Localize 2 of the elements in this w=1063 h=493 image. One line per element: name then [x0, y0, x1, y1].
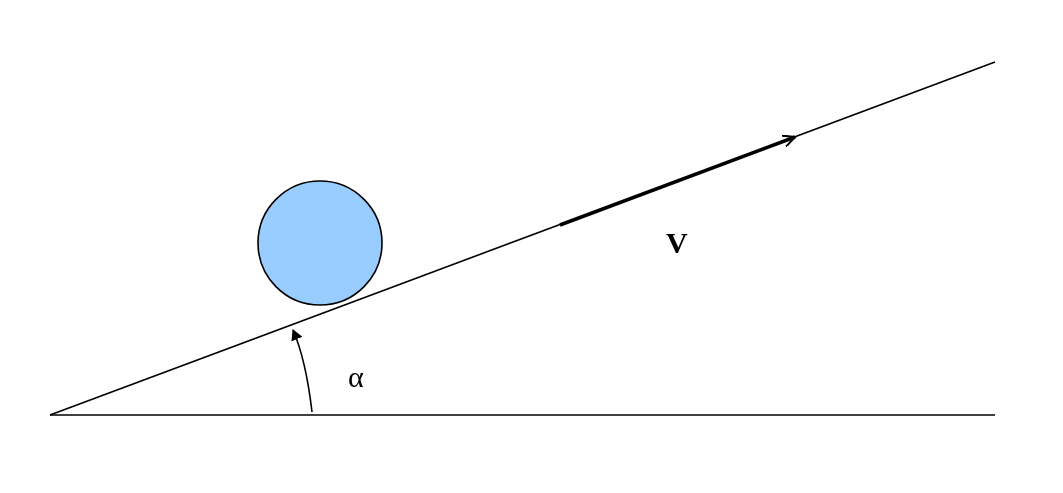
angle-label: α: [348, 362, 364, 392]
velocity-label: V: [666, 228, 688, 258]
